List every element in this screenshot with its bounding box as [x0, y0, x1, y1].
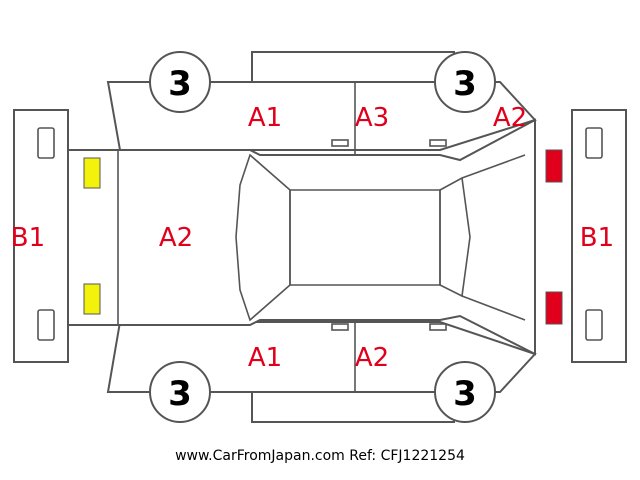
- front-right-lamp-marker: [545, 291, 563, 325]
- label-front-right-door: A2: [355, 343, 389, 373]
- label-front-left-door: A3: [355, 103, 389, 133]
- footer-ref: Ref: CFJ1221254: [349, 448, 465, 464]
- tire-front-left: 3: [434, 51, 496, 113]
- tire-front-right-label: 3: [453, 374, 477, 414]
- label-front-left-fender: A2: [493, 103, 527, 133]
- tire-rear-right: 3: [149, 361, 211, 423]
- rear-left-lamp-marker: [83, 157, 101, 189]
- label-roof: A2: [159, 223, 193, 253]
- label-rear-bumper: B1: [11, 223, 45, 253]
- footer-credit: www.CarFromJapan.com Ref: CFJ1221254: [0, 448, 640, 464]
- right-side-panel: [106, 290, 537, 423]
- front-left-lamp-marker: [545, 149, 563, 183]
- label-rear-left-door: A1: [248, 103, 282, 133]
- label-rear-right-door: A1: [248, 343, 282, 373]
- label-front-bumper: B1: [580, 223, 614, 253]
- tire-rear-left: 3: [149, 51, 211, 113]
- tire-rear-right-label: 3: [168, 374, 192, 414]
- rear-bumper: [13, 109, 69, 363]
- tire-front-right: 3: [434, 361, 496, 423]
- car-body-top-view: [67, 118, 536, 356]
- footer-site: www.CarFromJapan.com: [175, 448, 345, 464]
- front-bumper: [571, 109, 627, 363]
- rear-right-lamp-marker: [83, 283, 101, 315]
- tire-rear-left-label: 3: [168, 64, 192, 104]
- tire-front-left-label: 3: [453, 64, 477, 104]
